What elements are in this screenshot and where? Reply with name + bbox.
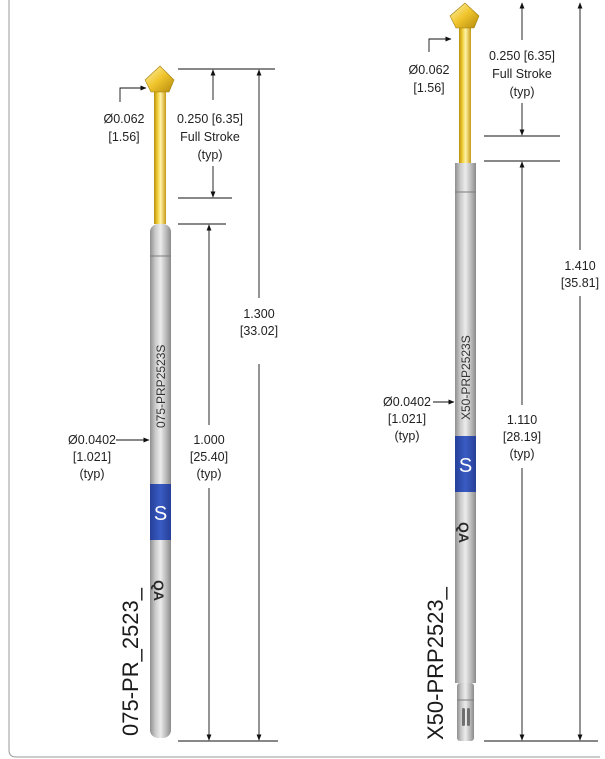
left-barrel-dia-2: [1.021] bbox=[73, 450, 111, 464]
left-stroke-2: Full Stroke bbox=[180, 130, 240, 144]
left-probe-tip bbox=[144, 65, 175, 93]
right-barrel-text: X50-PRP2523S bbox=[459, 335, 473, 420]
left-band-letter: S bbox=[154, 503, 167, 525]
left-overall-2: [33.02] bbox=[240, 324, 278, 338]
left-overall-1: 1.300 bbox=[243, 307, 274, 321]
right-barrel-len-2: [28.19] bbox=[503, 430, 541, 444]
left-tip-leader bbox=[119, 85, 147, 102]
right-probe-tip bbox=[449, 2, 480, 29]
right-barrel-len-1: 1.110 bbox=[507, 413, 537, 427]
left-stroke-1: 0.250 [6.35] bbox=[177, 112, 243, 126]
right-stroke-2: Full Stroke bbox=[492, 67, 552, 81]
left-probe: S 075-PRP2523S QA 075-PR_2523_ bbox=[118, 65, 175, 738]
right-tail bbox=[457, 683, 474, 741]
left-stroke-3: (typ) bbox=[198, 148, 223, 162]
left-part-label: 075-PR_2523_ bbox=[118, 587, 143, 736]
left-barrel-text: 075-PRP2523S bbox=[154, 345, 168, 428]
right-overall-2: [35.81] bbox=[561, 276, 599, 290]
right-qa-logo: QA bbox=[456, 522, 472, 543]
left-qa-logo: QA bbox=[151, 580, 167, 601]
left-barrel-len-3: (typ) bbox=[197, 467, 222, 481]
right-overall-1: 1.410 bbox=[564, 259, 595, 273]
left-barrel-len-2: [25.40] bbox=[190, 450, 228, 464]
right-plunger bbox=[459, 24, 471, 164]
right-barrel-dia-3: (typ) bbox=[395, 429, 420, 443]
right-dimensions bbox=[428, 2, 598, 742]
right-barrel-dia-1: Ø0.0402 bbox=[383, 395, 431, 409]
frame-border bbox=[8, 0, 600, 758]
left-barrel-dia-3: (typ) bbox=[80, 467, 105, 481]
right-part-label: X50-PRP2523_ bbox=[423, 586, 448, 740]
right-stroke-1: 0.250 [6.35] bbox=[489, 49, 555, 63]
right-dimension-texts: Ø0.062 [1.56] 0.250 [6.35] Full Stroke (… bbox=[383, 49, 599, 461]
left-barrel-dia-1: Ø0.0402 bbox=[68, 433, 116, 447]
right-barrel-dia-2: [1.021] bbox=[388, 412, 426, 426]
left-dimensions bbox=[116, 68, 278, 742]
right-stroke-3: (typ) bbox=[510, 85, 535, 99]
left-tip-dia-1: Ø0.062 bbox=[103, 112, 144, 126]
left-barrel bbox=[150, 224, 171, 738]
right-tip-leader bbox=[428, 36, 452, 52]
right-probe: S X50-PRP2523S QA X50-PRP2523_ bbox=[423, 2, 480, 741]
right-barrel bbox=[455, 163, 476, 683]
right-tip-dia-1: Ø0.062 bbox=[408, 63, 449, 77]
left-band bbox=[150, 484, 171, 540]
right-band bbox=[455, 436, 476, 492]
left-dimension-texts: Ø0.062 [1.56] 0.250 [6.35] Full Stroke (… bbox=[68, 112, 278, 481]
left-barrel-len-1: 1.000 bbox=[193, 433, 224, 447]
right-barrel-len-3: (typ) bbox=[510, 447, 535, 461]
right-tail-slot-2 bbox=[467, 708, 470, 726]
right-band-letter: S bbox=[459, 455, 472, 477]
right-tail-slot-1 bbox=[462, 708, 465, 726]
left-plunger bbox=[154, 88, 166, 224]
right-tip-dia-2: [1.56] bbox=[413, 81, 444, 95]
left-tip-dia-2: [1.56] bbox=[108, 130, 139, 144]
